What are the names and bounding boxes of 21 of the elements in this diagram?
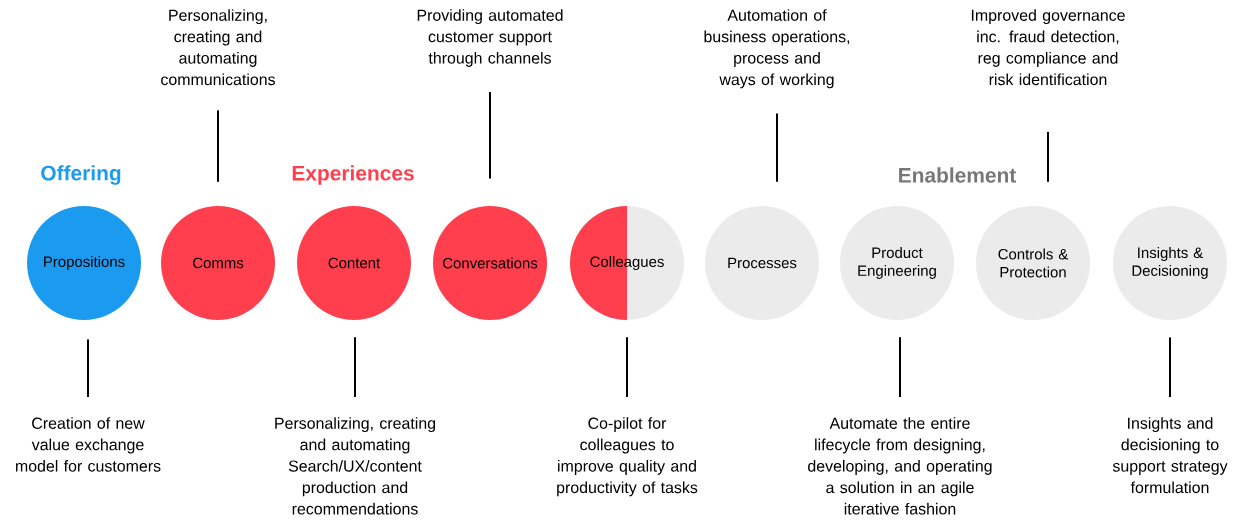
description-text: Personalizing, creating and automating communications (161, 9, 275, 86)
leader-line (776, 112, 778, 183)
leader-line (354, 336, 356, 398)
description-text: Providing automated customer support through channels (417, 9, 563, 67)
leader-line (489, 91, 491, 180)
description-text: Automate the entire lifecycle from designing, developing, and operating a solution in an agile iterative fashion (808, 417, 992, 515)
leader-line (626, 336, 628, 398)
description-text: Creation of new value exchange model for customers (16, 417, 161, 472)
leader-line (217, 109, 219, 183)
group-heading: Experiences (292, 165, 414, 185)
description-text: Co-pilot for colleagues to improve quality and productivity of tasks (557, 417, 698, 497)
group-heading: Offering (41, 165, 121, 185)
leader-line (1169, 336, 1171, 398)
group-heading: Enablement (899, 167, 1017, 183)
description-text: Automation of business operations, process and ways of working (704, 9, 850, 89)
description-text: Insights and decisioning to support strategy formulation (1112, 417, 1228, 494)
leader-line (87, 338, 89, 398)
description-text: Personalizing, creating and automating Search/UX/content production and recommendations (275, 417, 436, 515)
leader-line (1047, 130, 1049, 183)
leader-line (899, 336, 901, 398)
description-text: Improved governance inc. fraud detection, reg compliance and risk identification (971, 9, 1125, 86)
